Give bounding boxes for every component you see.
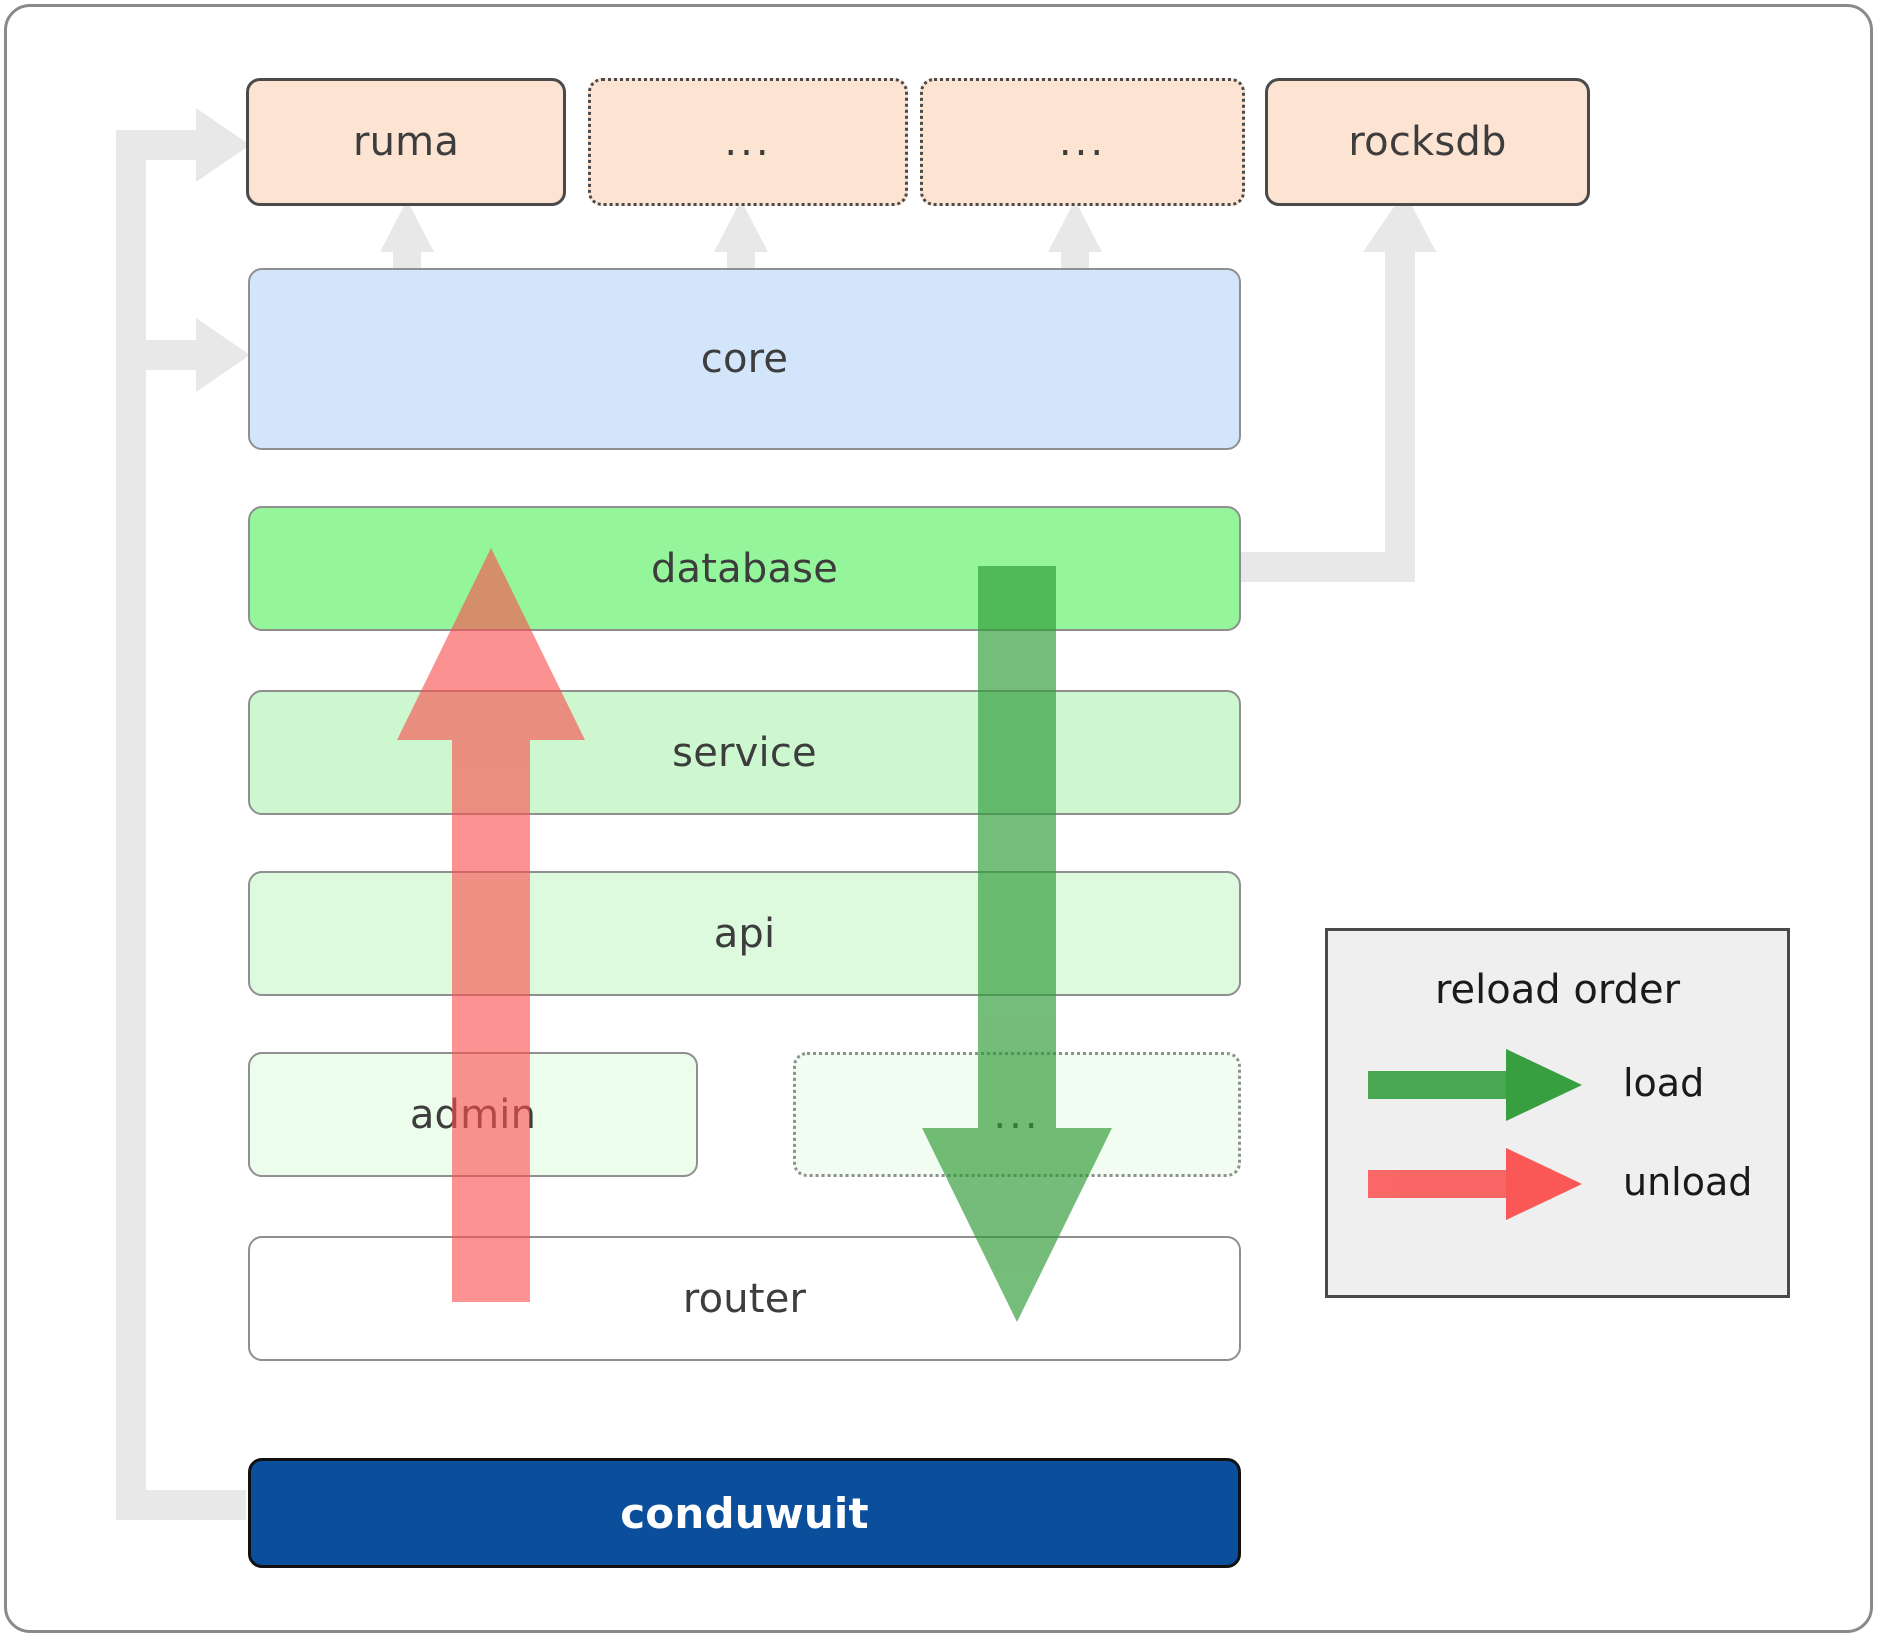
layer-api[interactable]: api: [248, 871, 1241, 996]
dependency-label-placeholder-1: ...: [724, 119, 772, 165]
dependency-box-placeholder-2[interactable]: ...: [920, 78, 1245, 206]
layer-admin[interactable]: admin: [248, 1052, 698, 1177]
legend-unload-arrow-ghost: [1506, 1148, 1582, 1220]
binary-label-conduwuit: conduwuit: [620, 1488, 869, 1538]
legend-label-unload: unload: [1623, 1160, 1753, 1204]
legend-label-load: load: [1623, 1061, 1705, 1105]
layer-label-api: api: [713, 910, 776, 957]
layer-placeholder[interactable]: ...: [793, 1052, 1241, 1177]
dependency-label-rocksdb: rocksdb: [1348, 119, 1507, 165]
layer-router[interactable]: router: [248, 1236, 1241, 1361]
dependency-box-ruma[interactable]: ruma: [246, 78, 566, 206]
legend-title: reload order: [1434, 967, 1681, 1013]
diagram-frame: [4, 4, 1873, 1633]
layer-label-database: database: [650, 545, 839, 592]
dependency-box-rocksdb[interactable]: rocksdb: [1265, 78, 1590, 206]
layer-service[interactable]: service: [248, 690, 1241, 815]
dependency-label-ruma: ruma: [352, 119, 460, 165]
dependency-box-placeholder-1[interactable]: ...: [588, 78, 908, 206]
layer-label-router: router: [682, 1275, 807, 1322]
legend-panel: reload order load unload: [1325, 928, 1790, 1298]
layer-label-core: core: [700, 336, 789, 382]
dependency-label-placeholder-2: ...: [1058, 119, 1107, 165]
binary-box-conduwuit[interactable]: conduwuit: [248, 1458, 1241, 1568]
layer-core[interactable]: core: [248, 268, 1241, 450]
layer-database[interactable]: database: [248, 506, 1241, 631]
legend-load-arrow-ghost: [1506, 1049, 1582, 1121]
layer-label-placeholder: ...: [993, 1091, 1041, 1138]
layer-label-admin: admin: [409, 1091, 537, 1138]
legend-arrow-art: [1368, 1049, 1582, 1220]
layer-label-service: service: [672, 729, 817, 776]
